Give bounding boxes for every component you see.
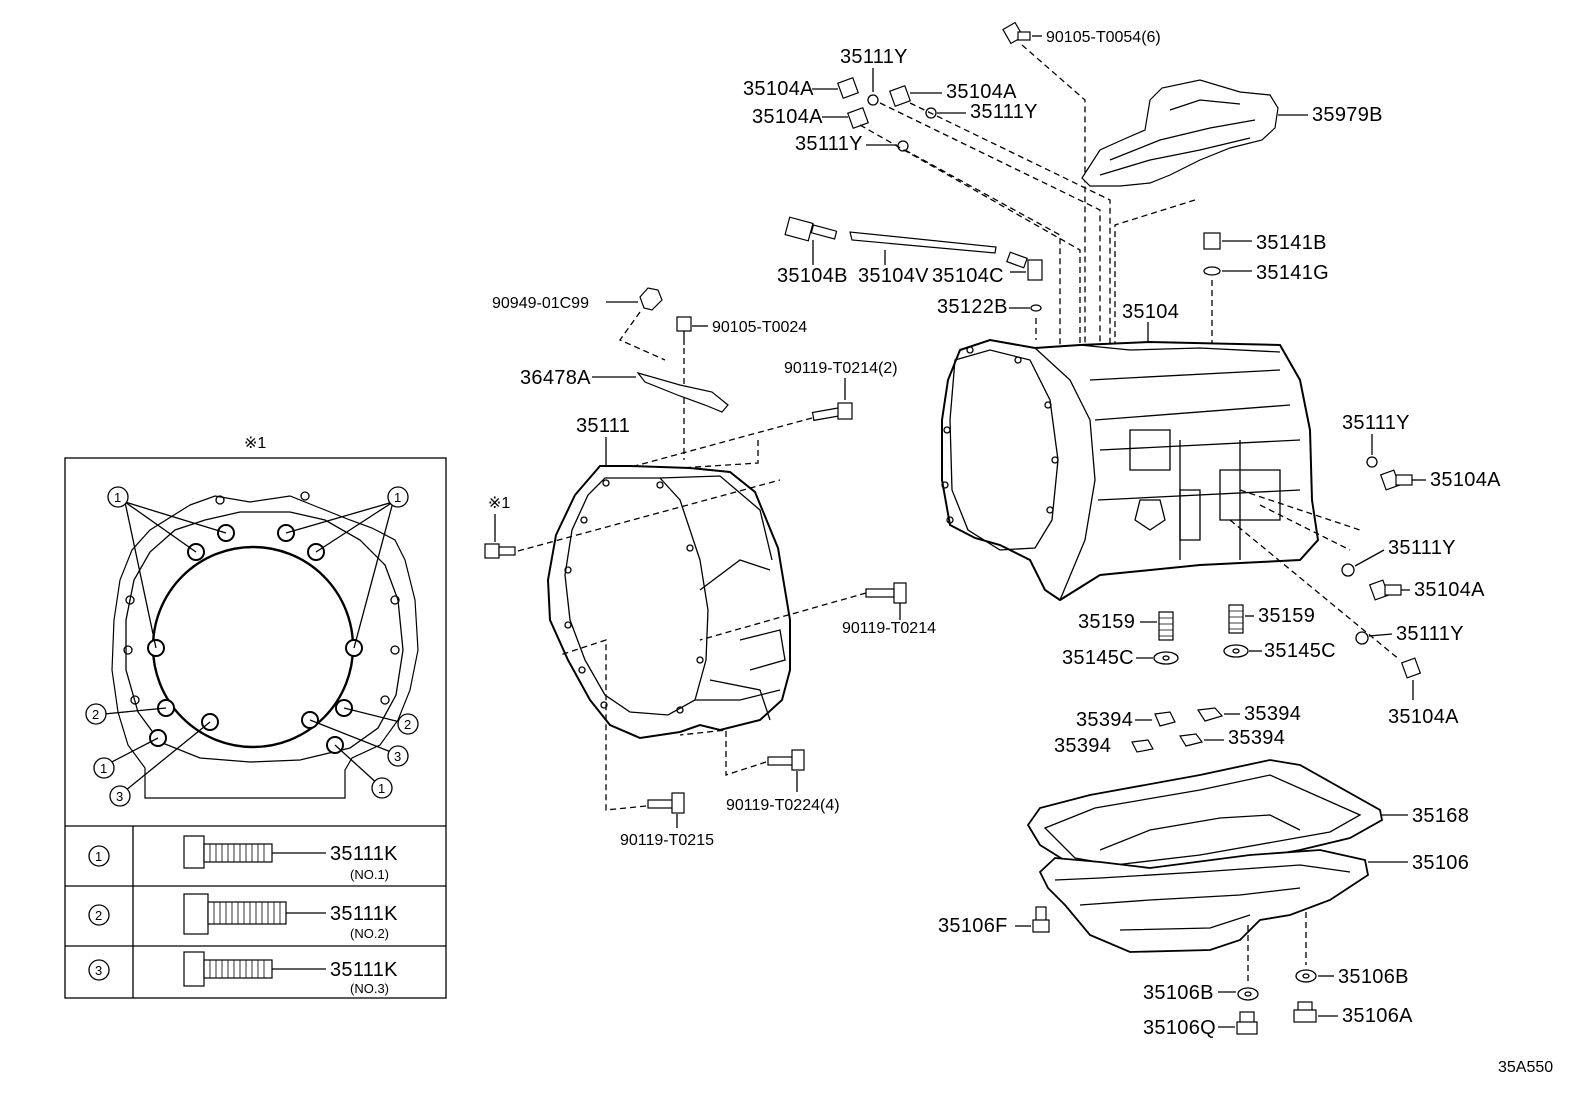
label-35394-b: 35394 [1244, 703, 1301, 725]
label-35104B: 35104B [777, 265, 848, 287]
svg-text:1: 1 [114, 490, 121, 505]
label-35106A: 35106A [1342, 1005, 1413, 1027]
label-35106F: 35106F [938, 915, 1008, 937]
inset-part-2: 35111K [330, 903, 398, 925]
transmission-case-35104: 35104 [941, 301, 1401, 661]
bolt-90119-T0214-2: 90119-T0214(2) [619, 360, 898, 471]
label-35104A-c: 35104A [752, 106, 823, 128]
bolt-90119-T0215: 90119-T0215 [559, 639, 714, 849]
label-35168: 35168 [1412, 805, 1469, 827]
springs-35159: 35159 35159 35145C 35145C [1062, 604, 1336, 669]
callout-1d: 1 [371, 777, 393, 799]
callout-3b: 3 [387, 745, 409, 767]
svg-text:1: 1 [394, 490, 401, 505]
svg-text:1: 1 [95, 849, 102, 864]
label-90119-T0214-2: 90119-T0214(2) [784, 360, 898, 377]
label-35104: 35104 [1122, 301, 1179, 323]
label-36478A: 36478A [520, 367, 591, 389]
label-90949-01C99: 90949-01C99 [492, 295, 589, 312]
plug-35141: 35141B 35141G [1203, 232, 1329, 345]
svg-text:2: 2 [404, 717, 411, 732]
label-35104A-a: 35104A [743, 78, 814, 100]
label-35104C: 35104C [932, 265, 1004, 287]
inset-part-1: 35111K [330, 843, 398, 865]
inset-panel: ※1 [64, 435, 447, 999]
inset-callouts: 1 1 2 2 1 3 3 1 [85, 486, 419, 807]
label-star1: ※1 [488, 495, 510, 512]
label-35145C-b: 35145C [1264, 640, 1336, 662]
label-90119-T0214: 90119-T0214 [842, 620, 936, 637]
label-35111Y-a: 35111Y [840, 46, 908, 68]
svg-text:3: 3 [116, 789, 123, 804]
callout-1a: 1 [107, 486, 129, 508]
label-35106B-a: 35106B [1143, 982, 1214, 1004]
top-bolt-90105-T0054: 90105-T0054(6) [1002, 21, 1161, 350]
label-35159-a: 35159 [1078, 611, 1135, 633]
callout-1b: 1 [387, 486, 409, 508]
inset-title: ※1 [244, 435, 266, 452]
label-35104A-e: 35104A [1414, 579, 1485, 601]
magnets-35394: 35394 35394 35394 35394 [1054, 703, 1301, 757]
bell-housing-35111: 35111 [546, 415, 791, 740]
inset-frame [64, 457, 447, 999]
label-35122B: 35122B [937, 296, 1008, 318]
label-35104A-f: 35104A [1388, 706, 1459, 728]
label-35106Q: 35106Q [1143, 1017, 1216, 1039]
label-35394-c: 35394 [1054, 735, 1111, 757]
callout-1c: 1 [93, 757, 115, 779]
label-90119-T0215: 90119-T0215 [620, 832, 714, 849]
label-35111Y-f: 35111Y [1396, 623, 1464, 645]
inset-table-row-3: 3 35111K (NO.3) [88, 951, 398, 996]
inset-part-3: 35111K [330, 959, 398, 981]
pan-bolts: 35106F 35106B 35106Q 35106B 35106A [938, 906, 1413, 1039]
inset-table-row-2: 2 35111K (NO.2) [88, 893, 398, 941]
pipe-assembly: 35104B 35104V 35104C 35122B [777, 216, 1043, 340]
label-35394-a: 35394 [1076, 709, 1133, 731]
svg-text:1: 1 [100, 761, 107, 776]
label-35145C-a: 35145C [1062, 647, 1134, 669]
label-35394-d: 35394 [1228, 727, 1285, 749]
label-35106: 35106 [1412, 852, 1469, 874]
label-90119-T0224-4: 90119-T0224(4) [726, 797, 840, 814]
label-35141B: 35141B [1256, 232, 1327, 254]
label-35141G: 35141G [1256, 262, 1329, 284]
label-90105-T0024: 90105-T0024 [712, 319, 807, 336]
inset-note-1: (NO.1) [350, 867, 389, 882]
label-35979B: 35979B [1312, 104, 1383, 126]
star-bolt: ※1 [484, 479, 781, 559]
inset-table-row-1: 1 35111K (NO.1) [88, 835, 398, 882]
svg-text:2: 2 [92, 707, 99, 722]
sensor-wire-36478A: 90949-01C99 90105-T0024 36478A [492, 287, 807, 460]
bolt-90119-T0224: 90119-T0224(4) [679, 729, 840, 814]
svg-text:1: 1 [378, 781, 385, 796]
svg-text:3: 3 [394, 749, 401, 764]
inset-note-3: (NO.3) [350, 981, 389, 996]
callout-3a: 3 [109, 785, 131, 807]
label-35104A-b: 35104A [946, 81, 1017, 103]
label-35159-b: 35159 [1258, 605, 1315, 627]
label-35104A-d: 35104A [1430, 469, 1501, 491]
oring-plug-cluster-top: 35111Y 35104A 35104A 35104A 35111Y 35111… [743, 46, 1111, 350]
label-90105-T0054-6: 90105-T0054(6) [1046, 29, 1161, 46]
label-35111: 35111 [576, 415, 630, 437]
oil-pan-35106: 35106 [1038, 814, 1469, 953]
callout-2b: 2 [397, 713, 419, 735]
inset-note-2: (NO.2) [350, 926, 389, 941]
callout-2a: 2 [85, 703, 107, 725]
inset-leaders [103, 501, 401, 796]
bolt-90119-T0214: 90119-T0214 [699, 582, 936, 641]
label-35111Y-e: 35111Y [1388, 537, 1456, 559]
diagram-id: 35A550 [1498, 1059, 1553, 1076]
label-35111Y-b: 35111Y [970, 101, 1038, 123]
svg-text:3: 3 [95, 963, 102, 978]
label-35104V: 35104V [858, 265, 929, 287]
cover-35979B: 35979B [1081, 79, 1383, 345]
side-plugs: 35111Y 35104A 35111Y 35104A 35111Y 35104… [1341, 412, 1501, 728]
label-35111Y-c: 35111Y [795, 133, 863, 155]
label-35111Y-d: 35111Y [1342, 412, 1410, 434]
label-35106B-b: 35106B [1338, 966, 1409, 988]
svg-text:2: 2 [95, 908, 102, 923]
